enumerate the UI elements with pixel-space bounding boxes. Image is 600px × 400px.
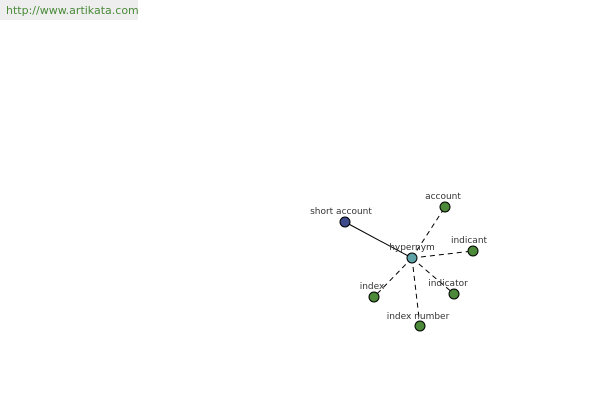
node-label-index-number[interactable]: index number: [387, 312, 450, 322]
node-label-indicant[interactable]: indicant: [451, 236, 488, 246]
node-label-hypernym[interactable]: hypernym: [389, 243, 435, 253]
node-indicant[interactable]: [467, 245, 479, 257]
node-label-account[interactable]: account: [425, 192, 461, 202]
node-short-account[interactable]: [339, 216, 351, 228]
site-banner: http://www.artikata.com: [0, 0, 139, 20]
edge-indicator: [411, 257, 455, 295]
node-indicator[interactable]: [448, 288, 460, 300]
node-index[interactable]: [368, 291, 380, 303]
node-hypernym[interactable]: [406, 252, 418, 264]
graph-labels: hypernym short account account indicant indi…: [310, 192, 487, 322]
edge-index: [373, 257, 413, 298]
graph-edges: [344, 206, 474, 327]
node-index-number[interactable]: [414, 320, 426, 332]
node-label-indicator[interactable]: indicator: [428, 279, 468, 289]
site-url-link[interactable]: http://www.artikata.com: [6, 4, 139, 17]
edge-short-account: [344, 221, 413, 259]
edge-index-number: [411, 257, 421, 327]
edge-indicant: [411, 250, 474, 259]
graph-nodes: [339, 201, 479, 332]
node-label-short-account[interactable]: short account: [310, 207, 372, 217]
node-account[interactable]: [439, 201, 451, 213]
edge-account: [411, 206, 446, 259]
node-label-index[interactable]: index: [360, 282, 385, 292]
